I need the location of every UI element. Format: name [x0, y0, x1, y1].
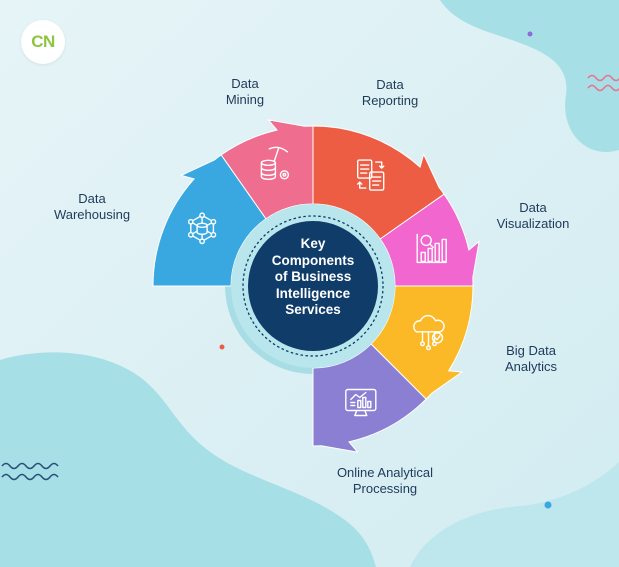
- center-line-1: Key: [250, 236, 376, 253]
- label-line: Mining: [200, 92, 290, 108]
- label-line: Data: [37, 191, 147, 207]
- label-data-visualization: Data Visualization: [478, 200, 588, 232]
- label-line: Processing: [310, 481, 460, 497]
- label-line: Analytics: [483, 359, 579, 375]
- label-line: Data: [200, 76, 290, 92]
- logo-text: CN: [31, 32, 55, 52]
- label-line: Big Data: [483, 343, 579, 359]
- label-data-warehousing: Data Warehousing: [37, 191, 147, 223]
- label-online-analytical-processing: Online Analytical Processing: [310, 465, 460, 497]
- label-big-data-analytics: Big Data Analytics: [483, 343, 579, 375]
- label-data-mining: Data Mining: [200, 76, 290, 108]
- label-line: Data: [343, 77, 437, 93]
- label-line: Visualization: [478, 216, 588, 232]
- center-line-4: Intelligence: [250, 286, 376, 303]
- center-line-2: Components: [250, 253, 376, 270]
- label-line: Online Analytical: [310, 465, 460, 481]
- label-line: Reporting: [343, 93, 437, 109]
- cn-logo: CN: [21, 20, 65, 64]
- label-line: Warehousing: [37, 207, 147, 223]
- label-line: Data: [478, 200, 588, 216]
- center-line-3: of Business: [250, 269, 376, 286]
- label-data-reporting: Data Reporting: [343, 77, 437, 109]
- center-title: Key Components of Business Intelligence …: [250, 236, 376, 319]
- center-line-5: Services: [250, 302, 376, 319]
